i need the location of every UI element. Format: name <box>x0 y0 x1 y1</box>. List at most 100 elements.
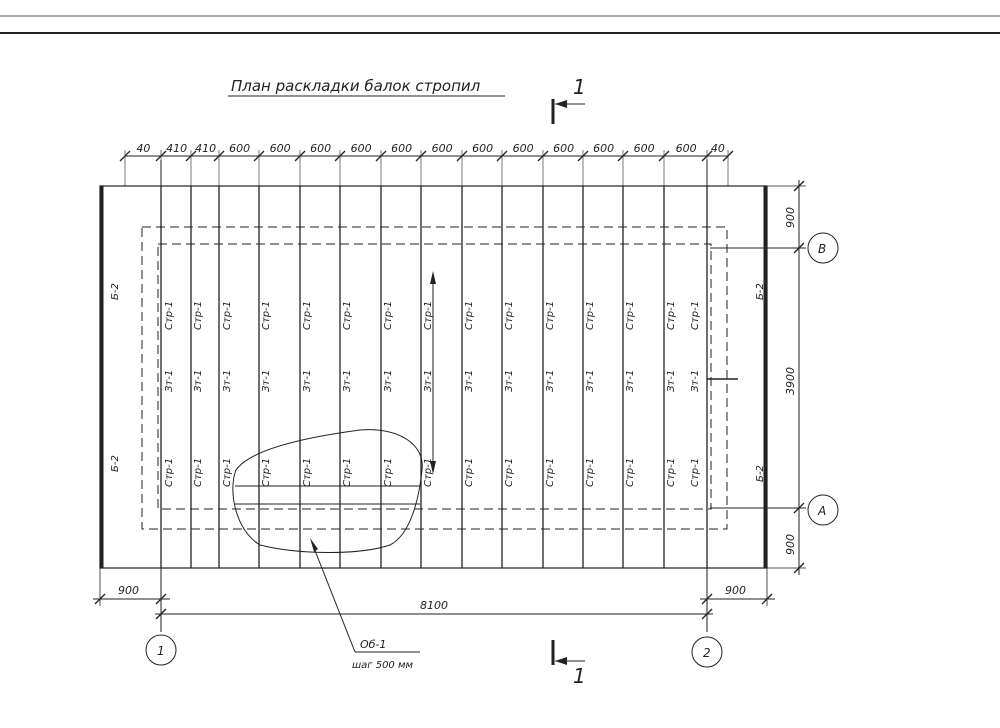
axis-marker-a <box>807 494 839 526</box>
rafter-label-upper: Стр-1 <box>585 301 596 330</box>
rafter-label-upper: Стр-1 <box>545 301 556 330</box>
rafter-label-upper: Стр-1 <box>164 301 175 330</box>
axis-label-1: 1 <box>157 644 165 658</box>
bottom-dim-span: 8100 <box>420 599 448 612</box>
rafter-label-upper: Стр-1 <box>261 301 272 330</box>
rafter-label-upper: Стр-1 <box>193 301 204 330</box>
right-dim-bottom: 900 <box>784 534 797 555</box>
rafter-label-middle: Зт-1 <box>504 370 515 392</box>
wall-outline-outer <box>141 226 728 530</box>
top-dim-value: 600 <box>229 142 250 155</box>
axis-marker-2 <box>691 636 723 668</box>
rafter-label-lower: Стр-1 <box>666 458 677 487</box>
axis-label-v: В <box>818 242 826 256</box>
top-dim-value: 600 <box>676 142 697 155</box>
rafter-label-middle: Зт-1 <box>261 370 272 392</box>
top-dim-value: 600 <box>432 142 453 155</box>
rafters-group <box>160 186 708 568</box>
top-dim-value: 410 <box>166 142 187 155</box>
rafter-label-upper: Стр-1 <box>504 301 515 330</box>
rafter-label-lower: Стр-1 <box>423 458 434 487</box>
rafter-label-middle: Зт-1 <box>666 370 677 392</box>
top-dim-value: 600 <box>553 142 574 155</box>
bottom-dim-left-overhang: 900 <box>118 584 139 597</box>
top-dim-value: 600 <box>310 142 331 155</box>
rafter-label-upper: Стр-1 <box>302 301 313 330</box>
rafter-label-middle: Зт-1 <box>625 370 636 392</box>
bottom-dimension-overhangs: 900 900 <box>93 568 775 606</box>
bottom-dimension-span: 8100 <box>155 599 713 620</box>
rafter-label-lower: Стр-1 <box>193 458 204 487</box>
bottom-dim-right-overhang: 900 <box>725 584 746 597</box>
callout-cloud <box>232 429 423 553</box>
wall-outline-inner <box>157 243 712 510</box>
top-dim-value: 600 <box>472 142 493 155</box>
rafter-label-lower: Стр-1 <box>383 458 394 487</box>
rafter-label-lower: Стр-1 <box>545 458 556 487</box>
top-dim-value: 600 <box>391 142 412 155</box>
callout-note: шаг 500 мм <box>352 660 414 671</box>
rafter-label-middle: Зт-1 <box>193 370 204 392</box>
edge-beam-label-left-bottom: Б-2 <box>110 455 121 472</box>
axis-marker-v <box>807 232 839 264</box>
rafter-label-middle: Зт-1 <box>342 370 353 392</box>
rafter-label-lower: Стр-1 <box>585 458 596 487</box>
right-dimension-chain: 900 3900 900 <box>767 180 806 575</box>
rafter-label-middle: Зт-1 <box>383 370 394 392</box>
axis-marker-1 <box>145 634 177 666</box>
callout-leader-arrow <box>310 538 318 552</box>
slope-arrow <box>430 271 436 474</box>
top-dim-value: 600 <box>270 142 291 155</box>
top-dim-value: 410 <box>195 142 216 155</box>
rafter-label-lower: Стр-1 <box>261 458 272 487</box>
rafter-label-upper: Стр-1 <box>690 301 701 330</box>
callout-leader <box>311 542 356 653</box>
edge-beam-label-right-top: Б-2 <box>755 283 766 300</box>
rafter-label-middle: Зт-1 <box>302 370 313 392</box>
axis-label-a: А <box>817 504 826 518</box>
edge-beam-label-right-bottom: Б-2 <box>755 465 766 482</box>
axis-label-2: 2 <box>703 646 711 660</box>
rafter-label-middle: Зт-1 <box>690 370 701 392</box>
rafter-label-upper: Стр-1 <box>666 301 677 330</box>
rafter-labels-group: Стр-1Зт-1Стр-1Стр-1Зт-1Стр-1Стр-1Зт-1Стр… <box>164 301 701 487</box>
top-dim-value: 600 <box>593 142 614 155</box>
rafter-label-lower: Стр-1 <box>164 458 175 487</box>
rafter-label-middle: Зт-1 <box>585 370 596 392</box>
rafter-label-lower: Стр-1 <box>690 458 701 487</box>
right-dim-top: 900 <box>784 207 797 228</box>
roof-outline <box>99 185 768 569</box>
rafter-label-upper: Стр-1 <box>383 301 394 330</box>
edge-beam-label-left-top: Б-2 <box>110 283 121 300</box>
rafter-label-upper: Стр-1 <box>625 301 636 330</box>
top-dimension-chain: 40 410 410 600 600 600 600 600 600 600 600 600 600 60… <box>119 142 734 186</box>
top-dim-value: 600 <box>513 142 534 155</box>
top-dim-value: 40 <box>711 142 725 155</box>
top-dim-value: 40 <box>136 142 150 155</box>
top-dim-value: 600 <box>351 142 372 155</box>
drawing-title: План раскладки балок стропил <box>231 77 481 95</box>
rafter-label-middle: Зт-1 <box>222 370 233 392</box>
section-mark-top: 1 <box>551 75 586 124</box>
rafter-label-lower: Стр-1 <box>342 458 353 487</box>
rafter-label-lower: Стр-1 <box>504 458 515 487</box>
callout-label: Об-1 <box>360 638 386 651</box>
rafter-label-lower: Стр-1 <box>222 458 233 487</box>
rafter-label-middle: Зт-1 <box>464 370 475 392</box>
section-mark-top-label: 1 <box>573 75 586 99</box>
rafter-label-upper: Стр-1 <box>423 301 434 330</box>
rafter-label-lower: Стр-1 <box>302 458 313 487</box>
top-dim-value: 600 <box>634 142 655 155</box>
rafter-label-upper: Стр-1 <box>222 301 233 330</box>
right-dim-middle: 3900 <box>784 367 797 395</box>
rafter-label-lower: Стр-1 <box>625 458 636 487</box>
rafter-label-middle: Зт-1 <box>423 370 434 392</box>
rafter-label-upper: Стр-1 <box>464 301 475 330</box>
rafter-label-upper: Стр-1 <box>342 301 353 330</box>
rafter-label-middle: Зт-1 <box>164 370 175 392</box>
rafter-label-lower: Стр-1 <box>464 458 475 487</box>
section-mark-bottom: 1 <box>551 640 586 688</box>
rafter-label-middle: Зт-1 <box>545 370 556 392</box>
section-mark-bottom-label: 1 <box>573 664 586 688</box>
